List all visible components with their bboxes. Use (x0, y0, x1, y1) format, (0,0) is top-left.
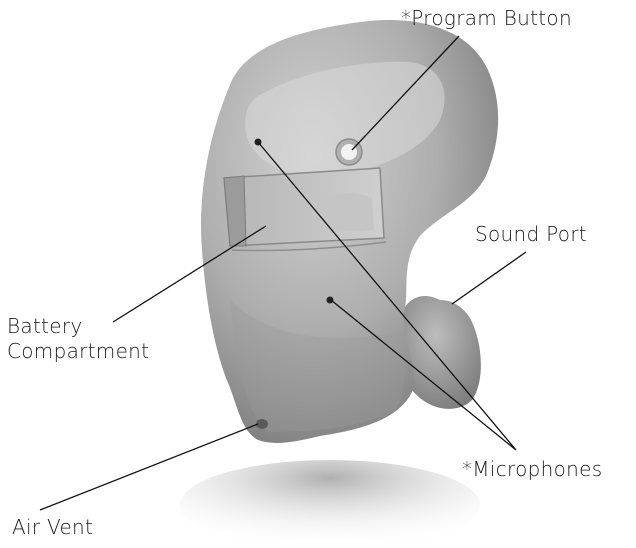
battery-door-lip (318, 193, 374, 231)
label-program-button: *Program Button (401, 6, 572, 31)
label-battery-compartment: Battery Compartment (7, 314, 149, 364)
label-battery-line1: Battery (7, 314, 149, 339)
shell-reflection (180, 460, 480, 548)
microphone-port-lower (327, 297, 334, 304)
label-air-vent: Air Vent (12, 515, 93, 540)
label-sound-port: Sound Port (475, 222, 587, 247)
label-microphones: *Microphones (462, 457, 602, 482)
leader-sound-port (452, 252, 526, 304)
label-battery-line2: Compartment (7, 339, 149, 364)
